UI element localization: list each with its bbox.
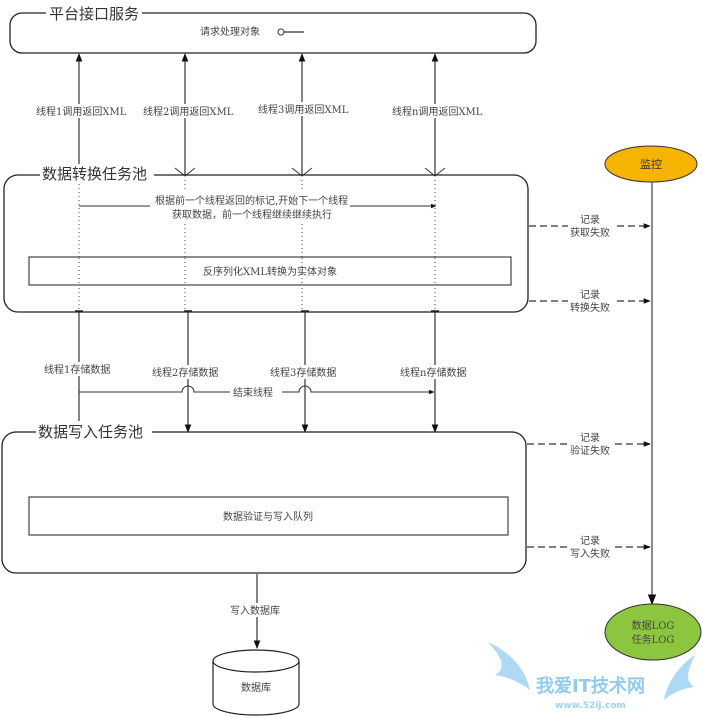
write-pool-title: 数据写入任务池 [38,423,143,441]
call-label-2: 线程2调用返回XML [143,105,234,118]
watermark-title: 我爱IT技术网 [536,675,645,697]
write-db-label: 写入数据库 [230,604,280,617]
handoff-note-line1: 根据前一个线程返回的标记,开始下一个线程 [155,194,348,207]
store-label-1: 线程1存储数据 [44,363,110,376]
log-line2: 任务LOG [632,633,675,646]
store-label-n: 线程n存储数据 [400,366,466,379]
database-cylinder: 数据库 [212,649,300,716]
database-icon [212,649,300,673]
record-1-line1: 记录 [580,214,600,226]
thread-store-labels: 线程1存储数据 线程2存储数据 线程3存储数据 线程n存储数据 [42,362,472,379]
handoff-note-line2: 获取数据，前一个线程继续继续执行 [172,208,332,221]
write-db-arrow: 写入数据库 [228,574,288,649]
record-4-line1: 记录 [580,535,600,547]
record-4-line2: 写入失败 [570,547,610,560]
database-label: 数据库 [241,681,271,694]
convert-pool-box: 数据转换任务池 根据前一个线程返回的标记,开始下一个线程 获取数据，前一个线程继… [3,164,529,313]
record-1-line2: 获取失败 [570,226,610,239]
call-label-3: 线程3调用返回XML [258,103,349,116]
thread-store-arrows [75,310,439,433]
end-thread-arrow: 结束线程 [79,385,435,399]
left-wing-icon [488,642,530,690]
monitor-ellipse [604,145,698,183]
platform-service-title: 平台接口服务 [49,5,139,23]
watermark-url: www.52ij.com [555,701,626,711]
record-2-line1: 记录 [580,289,600,301]
platform-service-box: 平台接口服务 请求处理对象 [9,4,537,54]
end-thread-label: 结束线程 [233,386,273,399]
record-arrows: 记录 获取失败 记录 转换失败 记录 验证失败 记录 写入失败 [527,212,651,561]
log-ellipse [604,603,702,661]
convert-pool-title: 数据转换任务池 [42,165,147,183]
store-label-3: 线程3存储数据 [270,366,336,379]
record-2-line2: 转换失败 [570,301,610,314]
deserialize-label: 反序列化XML转换为实体对象 [203,265,337,278]
interface-lollipop-icon [277,28,285,36]
write-pool-box: 数据写入任务池 数据验证与写入队列 [1,421,527,574]
log-line1: 数据LOG [632,619,675,632]
monitor-node: 监控 [604,145,698,606]
monitor-label: 监控 [640,157,662,171]
request-handler-label: 请求处理对象 [200,25,260,38]
watermark: 我爱IT技术网 www.52ij.com [488,642,695,711]
log-node: 数据LOG 任务LOG [604,603,702,661]
record-3-line1: 记录 [580,432,600,444]
validate-queue-label: 数据验证与写入队列 [223,510,313,523]
right-wing-icon [664,655,695,700]
thread-call-labels: 线程1调用返回XML 线程2调用返回XML 线程3调用返回XML 线程n调用返回… [34,102,483,118]
record-3-line2: 验证失败 [570,444,610,457]
validate-queue-box [28,496,509,536]
deserialize-box [28,256,512,286]
call-label-1: 线程1调用返回XML [36,105,127,118]
call-label-n: 线程n调用返回XML [392,105,483,118]
store-label-2: 线程2存储数据 [152,366,218,379]
